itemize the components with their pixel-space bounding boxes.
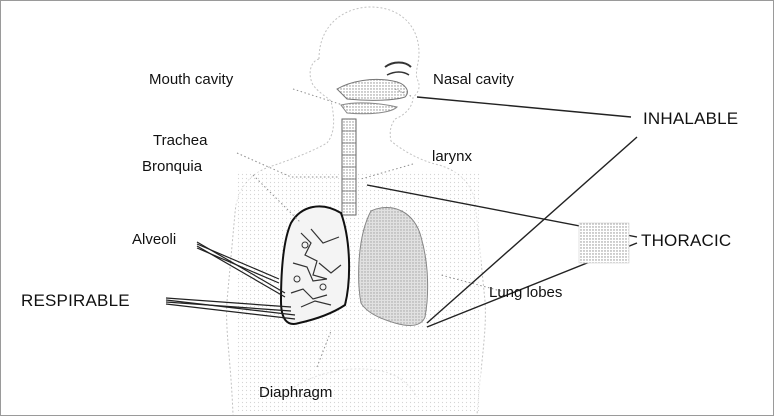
fraction-thoracic: THORACIC	[641, 231, 731, 251]
label-larynx: larynx	[432, 148, 472, 165]
nasal-cavity-shape	[337, 63, 411, 114]
label-diaphragm: Diaphragm	[259, 384, 332, 401]
label-alveoli: Alveoli	[132, 231, 176, 248]
label-trachea: Trachea	[153, 132, 207, 149]
label-bronquia: Bronquia	[142, 158, 202, 175]
fraction-respirable: RESPIRABLE	[21, 291, 130, 311]
label-nasal-cavity: Nasal cavity	[433, 71, 514, 88]
label-mouth-cavity: Mouth cavity	[149, 71, 233, 88]
label-lung-lobes: Lung lobes	[489, 284, 562, 301]
trachea-shape	[342, 119, 356, 215]
torso-shading	[236, 171, 481, 411]
fraction-inhalable: INHALABLE	[643, 109, 738, 129]
left-lung-shape	[281, 206, 349, 324]
thoracic-inset	[579, 223, 629, 263]
